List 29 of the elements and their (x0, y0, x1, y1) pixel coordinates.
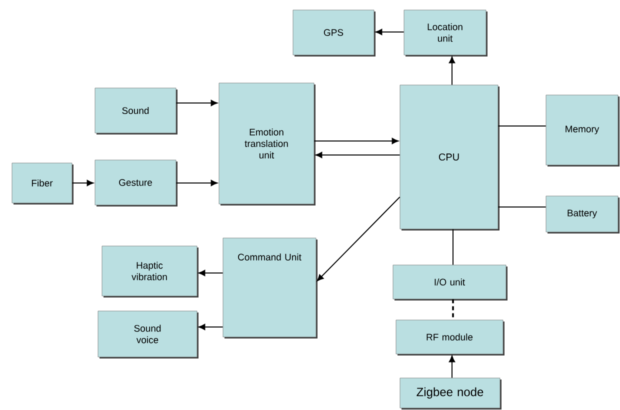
process-box: I/O unit (392, 264, 508, 300)
connector-line (452, 299, 454, 320)
arrow (176, 180, 218, 186)
process-box: CPU (400, 84, 500, 230)
process-box: Sound (94, 88, 178, 134)
arrow (448, 356, 456, 378)
arrow (176, 100, 218, 106)
process-box: GPS (292, 10, 376, 56)
arrow (376, 28, 404, 36)
arrow (448, 56, 456, 86)
process-box: Fiber (12, 162, 74, 204)
arrow (198, 270, 224, 276)
process-box: Sound voice (98, 310, 198, 358)
process-box: Zigbee node (400, 378, 502, 410)
process-box: RF module (396, 320, 504, 356)
process-box: Battery (546, 196, 620, 234)
process-box: Command Unit (222, 238, 318, 338)
arrow (72, 180, 94, 186)
process-box: Memory (546, 94, 620, 166)
process-box: Gesture (94, 160, 178, 206)
process-box: Emotion translation unit (218, 82, 316, 206)
arrow (316, 196, 400, 282)
process-box: Location unit (404, 10, 488, 56)
arrow (314, 138, 399, 144)
arrow (316, 152, 400, 158)
connector-line (452, 228, 454, 266)
arrow (198, 324, 224, 330)
connector-line (498, 206, 546, 208)
process-box: Haptic vibration (102, 246, 198, 298)
